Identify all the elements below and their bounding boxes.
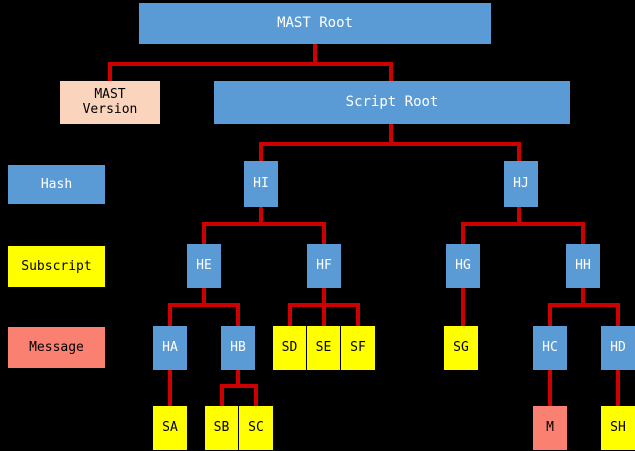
legend-item-hash: Hash — [8, 165, 105, 204]
node-hf[interactable]: HF — [307, 244, 341, 288]
edge-he-bus — [168, 303, 240, 307]
node-hd[interactable]: HD — [601, 326, 635, 370]
edge-to-hb — [236, 303, 240, 326]
node-sc[interactable]: SC — [239, 406, 273, 450]
node-hj[interactable]: HJ — [504, 161, 538, 207]
node-ha[interactable]: HA — [153, 326, 187, 370]
edge-to-hc — [548, 303, 552, 326]
edge-hh-bus — [548, 303, 620, 307]
edge-to-mast-version — [108, 62, 112, 81]
edge-hg-to-sg — [461, 288, 465, 326]
node-mast-root[interactable]: MAST Root — [139, 3, 491, 44]
edge-to-he — [202, 222, 206, 244]
node-mast-version[interactable]: MAST Version — [60, 81, 160, 124]
node-se[interactable]: SE — [307, 326, 340, 370]
node-hh[interactable]: HH — [566, 244, 600, 288]
edge-to-hj — [517, 142, 521, 161]
node-sa[interactable]: SA — [153, 406, 187, 450]
edge-to-se — [322, 303, 326, 326]
edge-hc-to-m — [548, 370, 552, 406]
node-sh[interactable]: SH — [601, 406, 635, 450]
legend-item-message: Message — [8, 327, 105, 368]
edge-script-root-bus — [259, 142, 521, 146]
edge-to-sf — [356, 303, 360, 326]
edge-mast-root-stem — [313, 44, 317, 64]
node-hb[interactable]: HB — [221, 326, 255, 370]
node-sb[interactable]: SB — [205, 406, 238, 450]
edge-hb-bus — [220, 384, 258, 388]
edge-hb-stem — [236, 370, 240, 386]
node-hg[interactable]: HG — [446, 244, 480, 288]
edge-hf-stem — [322, 288, 326, 305]
edge-hi-bus — [202, 222, 326, 226]
edge-script-root-stem — [389, 124, 393, 144]
legend-item-subscript: Subscript — [8, 246, 105, 287]
node-sf[interactable]: SF — [341, 326, 375, 370]
edge-to-hd — [616, 303, 620, 326]
edge-he-stem — [202, 288, 206, 305]
edge-to-sb — [220, 384, 224, 406]
edge-to-sc — [254, 384, 258, 406]
edge-to-hi — [259, 142, 263, 161]
node-hc[interactable]: HC — [533, 326, 567, 370]
edge-hj-stem — [517, 207, 521, 224]
edge-to-hg — [461, 222, 465, 244]
edge-to-sd — [288, 303, 292, 326]
edge-to-ha — [168, 303, 172, 326]
node-hi[interactable]: HI — [244, 161, 278, 207]
edge-to-script-root — [389, 62, 393, 81]
edge-hd-to-sh — [616, 370, 620, 406]
edge-to-hf — [322, 222, 326, 244]
edge-hj-bus — [461, 222, 585, 226]
legend-label-subscript: Subscript — [21, 259, 92, 274]
node-he[interactable]: HE — [187, 244, 221, 288]
legend-label-message: Message — [29, 340, 84, 355]
legend-label-hash: Hash — [40, 177, 73, 192]
edge-mast-root-bus — [108, 62, 393, 66]
edge-hi-stem — [259, 207, 263, 224]
node-sd[interactable]: SD — [273, 326, 306, 370]
edge-to-hh — [581, 222, 585, 244]
node-sg[interactable]: SG — [444, 326, 478, 370]
edge-hh-stem — [581, 288, 585, 305]
node-script-root[interactable]: Script Root — [214, 81, 570, 124]
edge-ha-to-sa — [168, 370, 172, 406]
node-m[interactable]: M — [533, 406, 567, 450]
